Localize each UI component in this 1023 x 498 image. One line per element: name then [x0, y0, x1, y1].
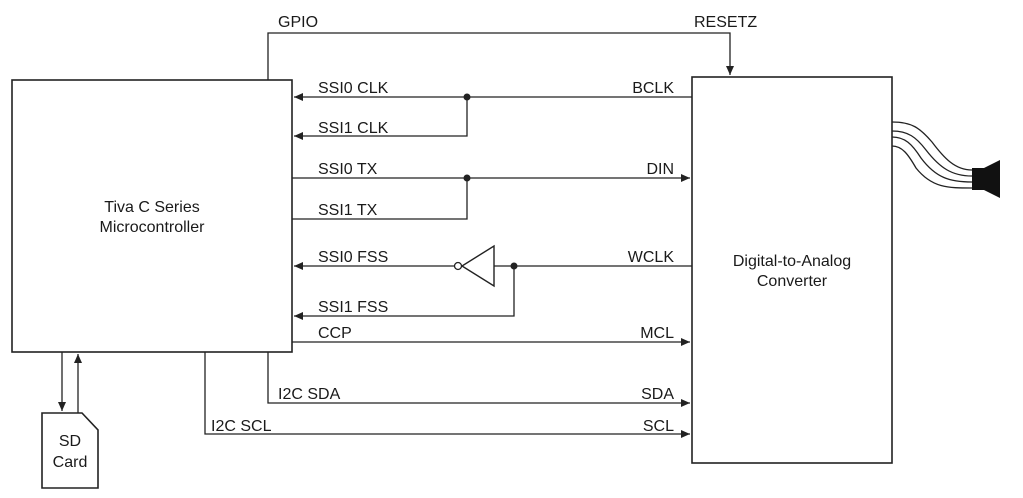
speaker-cable-inner-bottom	[891, 136, 973, 183]
microcontroller-block	[11, 79, 293, 353]
ccp-label: CCP	[318, 325, 352, 342]
speaker-cable-outer-top	[891, 121, 973, 171]
ssi1-tx-wire	[292, 178, 468, 220]
ssi0-fss-label: SSI0 FSS	[318, 249, 388, 266]
mcl-label: MCL	[640, 325, 674, 342]
din-label: DIN	[646, 161, 674, 178]
scl-wire	[204, 352, 690, 438]
speaker-icon	[972, 160, 1000, 198]
inverter-icon	[460, 244, 495, 288]
ssi1-clk-wire	[294, 97, 468, 140]
mcu-label-line2: Microcontroller	[100, 219, 206, 236]
sda-wire	[267, 352, 690, 407]
wclk-junction	[510, 262, 518, 270]
dac-block	[691, 76, 893, 464]
i2c-scl-label: I2C SCL	[211, 418, 272, 435]
sd-card-block	[41, 412, 99, 489]
bclk-label: BCLK	[632, 80, 674, 97]
gpio-resetz-wire	[267, 32, 734, 80]
speaker-cable-outer-bottom	[891, 145, 973, 189]
sd-label-line1: SD	[59, 433, 81, 450]
sda-label: SDA	[641, 386, 674, 403]
gpio-label: GPIO	[278, 14, 318, 31]
scl-label: SCL	[643, 418, 674, 435]
bclk-junction	[463, 93, 471, 101]
din-junction	[463, 174, 471, 182]
ssi0-clk-label: SSI0 CLK	[318, 80, 389, 97]
mcu-label-line1: Tiva C Series	[104, 199, 199, 216]
i2c-sda-label: I2C SDA	[278, 386, 341, 403]
dac-label-line1: Digital-to-Analog	[733, 253, 851, 270]
ssi1-fss-label: SSI1 FSS	[318, 299, 388, 316]
ssi1-fss-wire	[294, 266, 515, 320]
sd-label-line2: Card	[53, 454, 88, 471]
resetz-label: RESETZ	[694, 14, 757, 31]
ssi1-tx-label: SSI1 TX	[318, 202, 378, 219]
wclk-label: WCLK	[628, 249, 675, 266]
speaker-cable-inner-top	[891, 130, 973, 177]
ssi1-clk-label: SSI1 CLK	[318, 120, 389, 137]
dac-label-line2: Converter	[757, 273, 828, 290]
ssi0-tx-label: SSI0 TX	[318, 161, 378, 178]
inverter-bubble	[453, 261, 463, 271]
